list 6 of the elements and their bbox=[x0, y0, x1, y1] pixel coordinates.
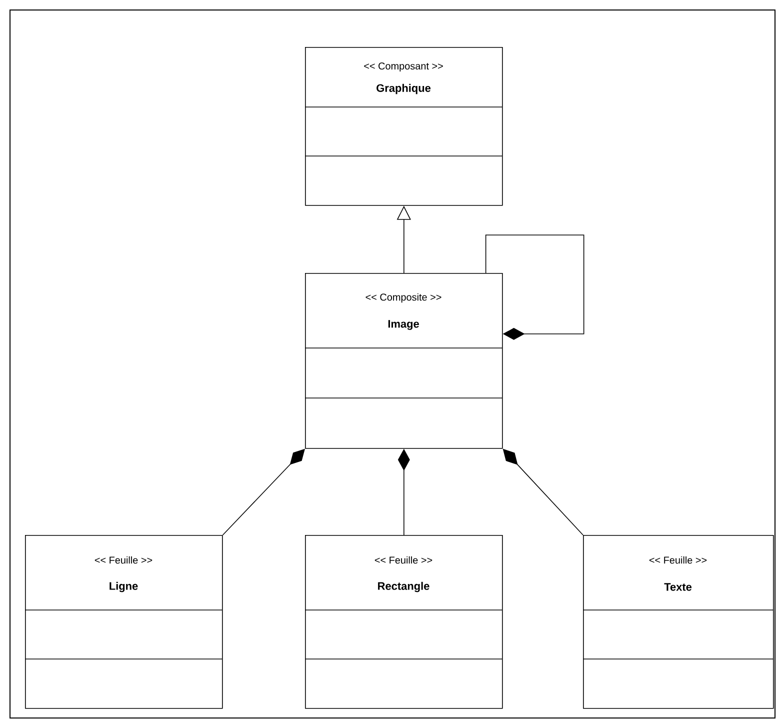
class-box: << Feuille >> Rectangle bbox=[304, 535, 503, 709]
class-box: << Composite >> Image bbox=[304, 273, 503, 449]
class-box: << Composant >> Graphique bbox=[304, 47, 503, 206]
class-box: << Feuille >> Texte bbox=[582, 535, 774, 709]
class-box: << Feuille >> Ligne bbox=[24, 535, 223, 709]
connector bbox=[485, 234, 584, 340]
